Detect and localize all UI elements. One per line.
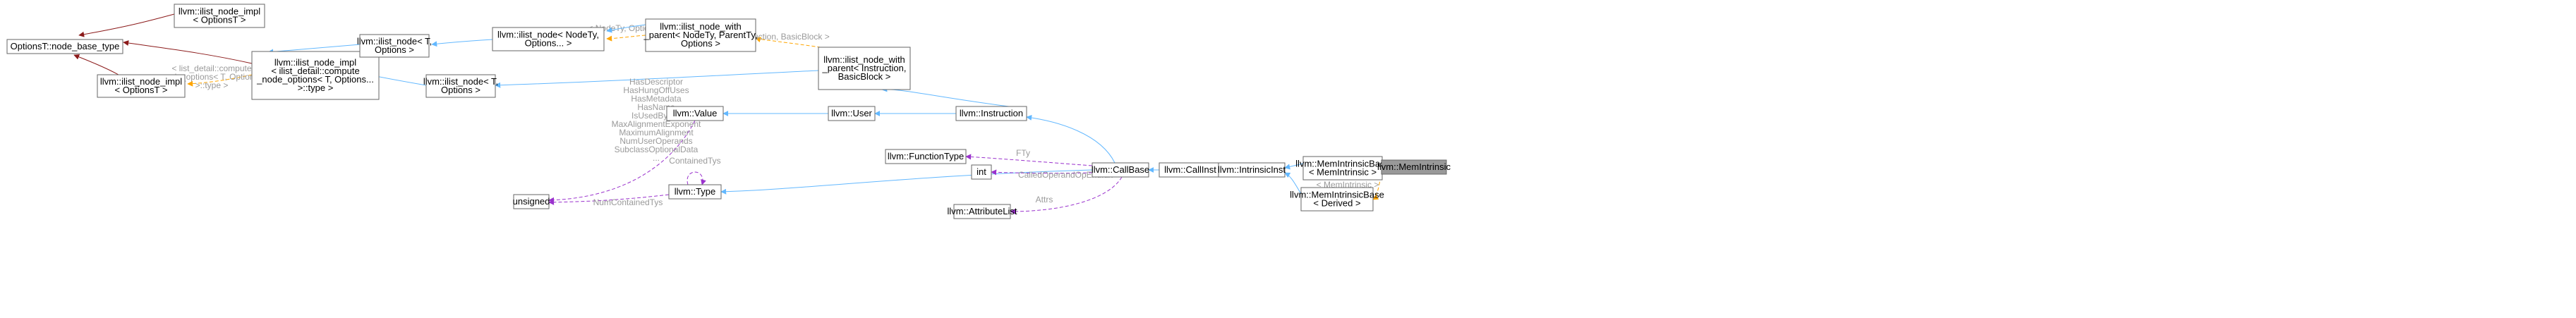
class-node-llvm-intrinsicinst[interactable]: llvm::IntrinsicInst [1218, 162, 1286, 178]
edge-usage-arrow [548, 194, 670, 205]
node-box [513, 194, 550, 209]
node-box [425, 74, 496, 98]
class-node-llvm-ilist-node-impl[interactable]: llvm::ilist_node_impl< ilist_detail::com… [251, 51, 380, 100]
class-node-llvm-type[interactable]: llvm::Type [668, 184, 722, 200]
node-box [666, 106, 724, 121]
node-label: unsigned [513, 196, 550, 207]
class-node-llvm-memintrinsicbase[interactable]: llvm::MemIntrinsicBase< MemIntrinsic > [1295, 156, 1390, 181]
edge-label: FTy [1016, 148, 1030, 158]
class-node-llvm-ilist-node-with[interactable]: llvm::ilist_node_with_parent< NodeTy, Pa… [643, 18, 758, 52]
node-label: llvm::MemIntrinsic [1377, 161, 1451, 172]
edge-root_inheritance-arrow [73, 54, 119, 75]
class-node-llvm-memintrinsic[interactable]: llvm::MemIntrinsic [1377, 159, 1451, 175]
edge-template-arrow [187, 74, 253, 87]
class-node-llvm-memintrinsicbase[interactable]: llvm::MemIntrinsicBase< Derived > [1290, 187, 1384, 212]
edge-usage-arrow [687, 171, 706, 185]
edge-label: NumContainedTys [593, 197, 663, 207]
node-box [971, 164, 992, 180]
class-node-llvm-ilist-node-t[interactable]: llvm::ilist_node< T,Options > [357, 34, 432, 58]
node-label: llvm::ilist_node< NodeTy,Options... > [497, 30, 599, 49]
class-node-unsigned[interactable]: unsigned [513, 194, 550, 209]
node-box [885, 149, 967, 164]
edge-label: ContainedTys [669, 156, 720, 166]
node-box [6, 39, 123, 54]
class-node-llvm-ilist-node-impl[interactable]: llvm::ilist_node_impl< OptionsT > [174, 4, 265, 28]
edge-template-arrow [755, 37, 844, 51]
node-box [97, 74, 186, 98]
edge-inheritance-arrow [881, 86, 1010, 107]
node-label: llvm::Type [675, 186, 716, 197]
node-box [1092, 162, 1149, 178]
node-label: llvm::CallBase [1092, 164, 1149, 175]
edge-inheritance-arrow [1284, 172, 1302, 195]
class-node-llvm-callbase[interactable]: llvm::CallBase [1092, 162, 1149, 178]
node-label: llvm::ilist_node_impl< ilist_detail::com… [256, 57, 374, 93]
edge-inheritance-arrow [495, 70, 819, 88]
node-label: llvm::ilist_node< T,Options > [357, 36, 432, 55]
class-node-llvm-callinst[interactable]: llvm::CallInst [1159, 162, 1222, 178]
node-layer: OptionsT::node_base_typellvm::ilist_node… [6, 4, 1451, 219]
node-label: llvm::FunctionType [888, 151, 964, 161]
node-box [251, 51, 380, 100]
edge-root_inheritance-arrow [78, 13, 175, 37]
node-box [668, 184, 722, 200]
node-box [818, 47, 911, 90]
class-node-int[interactable]: int [971, 164, 992, 180]
edge-inheritance-arrow [606, 24, 646, 33]
node-box [174, 4, 265, 28]
node-label: llvm::User [831, 108, 872, 118]
node-box [359, 34, 430, 58]
node-box [953, 204, 1011, 219]
class-node-llvm-attributelist[interactable]: llvm::AttributeList [948, 204, 1017, 219]
node-label: llvm::ilist_node_impl< OptionsT > [179, 6, 260, 25]
class-node-optionst-node-base-type[interactable]: OptionsT::node_base_type [6, 39, 123, 54]
edge-template-arrow [606, 35, 646, 42]
class-node-llvm-ilist-node-nodety[interactable]: llvm::ilist_node< NodeTy,Options... > [492, 27, 605, 51]
node-label: llvm::Instruction [960, 108, 1023, 118]
edge-inheritance-arrow [1284, 163, 1304, 170]
edge-inheritance-arrow [1026, 114, 1115, 164]
edge-template-arrow [1372, 170, 1382, 200]
node-label: llvm::ilist_node_with_parent< Instructio… [822, 54, 907, 82]
node-box [645, 18, 756, 52]
edge-label: Attrs [1036, 195, 1053, 204]
node-label: llvm::CallInst [1164, 164, 1216, 175]
node-box [1300, 187, 1374, 212]
edge-usage-arrow [548, 120, 696, 203]
edge-usage-arrow [965, 154, 1093, 166]
node-label: llvm::MemIntrinsicBase< Derived > [1290, 190, 1384, 209]
class-node-llvm-ilist-node-impl[interactable]: llvm::ilist_node_impl< OptionsT > [97, 74, 186, 98]
node-label: llvm::ilist_node_impl< OptionsT > [100, 76, 182, 95]
edge-inheritance-arrow [720, 169, 1093, 195]
node-box [1381, 159, 1447, 175]
edge-inheritance-arrow [431, 39, 493, 47]
node-label: llvm::ilist_node< T,Options > [423, 76, 498, 95]
class-node-llvm-instruction[interactable]: llvm::Instruction [955, 106, 1027, 121]
edge-usage-arrow [1010, 176, 1123, 214]
node-label: llvm::IntrinsicInst [1218, 164, 1286, 175]
class-node-llvm-value[interactable]: llvm::Value [666, 106, 724, 121]
node-box [955, 106, 1027, 121]
node-label: llvm::Value [673, 108, 718, 118]
edge-inheritance-arrow [267, 44, 361, 55]
class-node-llvm-user[interactable]: llvm::User [828, 106, 876, 121]
node-box [1218, 162, 1286, 178]
node-label: int [976, 166, 986, 177]
edge-usage-arrow [991, 169, 1093, 176]
edge-root_inheritance-arrow [123, 40, 253, 64]
node-label: llvm::ilist_node_with_parent< NodeTy, Pa… [643, 21, 757, 49]
edge-label: CalledOperandOpEndIdx [1018, 170, 1113, 180]
class-node-llvm-ilist-node-with[interactable]: llvm::ilist_node_with_parent< Instructio… [818, 47, 911, 90]
class-node-llvm-functiontype[interactable]: llvm::FunctionType [885, 149, 967, 164]
node-label: llvm::AttributeList [948, 206, 1017, 216]
node-box [828, 106, 876, 121]
node-label: llvm::MemIntrinsicBase< MemIntrinsic > [1295, 159, 1390, 178]
class-node-llvm-ilist-node-t[interactable]: llvm::ilist_node< T,Options > [423, 74, 498, 98]
node-label: OptionsT::node_base_type [11, 41, 120, 51]
node-box [492, 27, 605, 51]
